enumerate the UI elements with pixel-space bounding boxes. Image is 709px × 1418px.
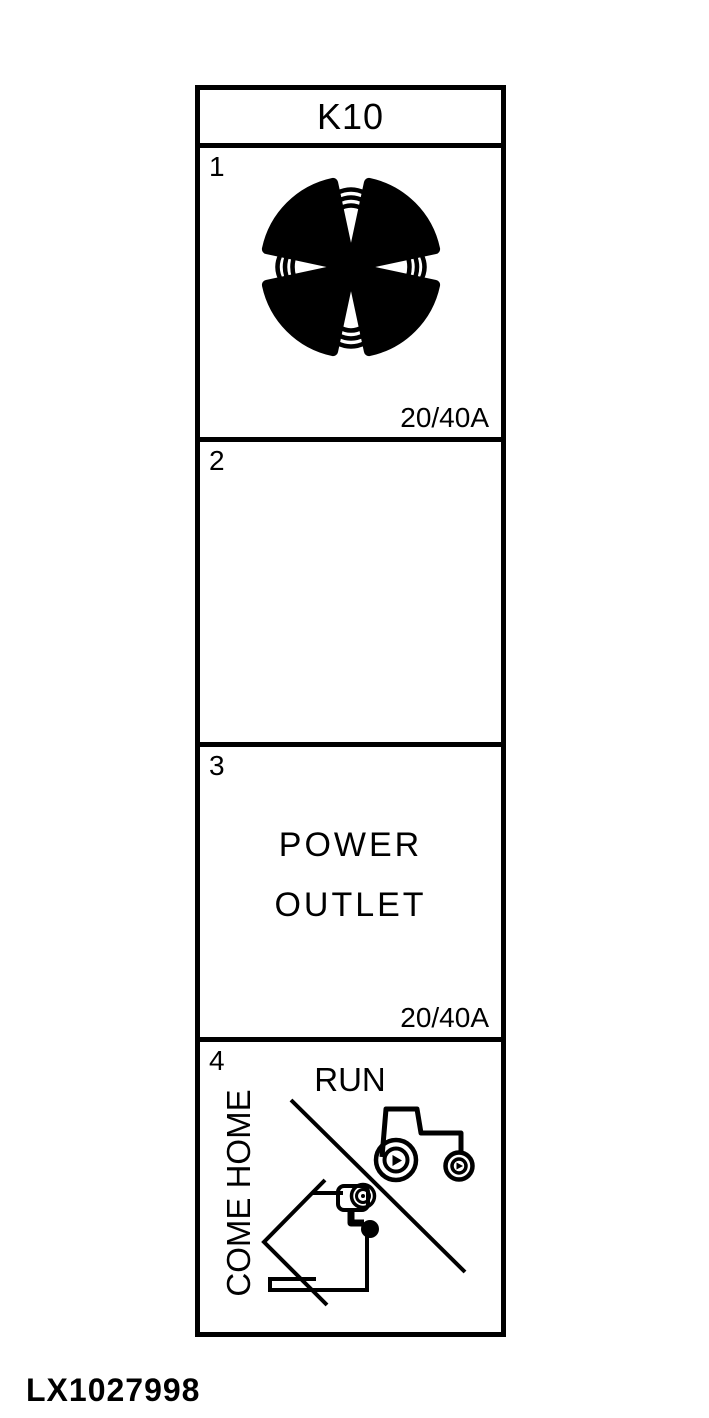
power-outlet-line2: OUTLET: [274, 886, 427, 924]
power-outlet-line1: POWER: [278, 826, 423, 864]
fan-icon: [261, 177, 441, 357]
come-home-label: COME HOME: [220, 1089, 257, 1297]
come-home-lamp-icon: [261, 1178, 379, 1307]
fan-hub: [335, 251, 367, 283]
power-outlet-label: POWER OUTLET: [200, 815, 501, 935]
slot-1-rating: 20/40A: [400, 402, 489, 433]
relay-slot-1: 1: [200, 148, 501, 442]
figure-id: LX1027998: [26, 1372, 201, 1408]
slot-2-number: 2: [209, 445, 225, 476]
run-label: RUN: [314, 1061, 386, 1098]
slot-3-number: 3: [209, 750, 225, 781]
slot-3-rating: 20/40A: [400, 1002, 489, 1033]
air-flow-marks: [275, 187, 427, 349]
relay-k10-card: K10 1: [195, 85, 506, 1337]
slot-1-number: 1: [209, 151, 225, 182]
run-come-home-divider: [289, 1098, 467, 1274]
run-come-home-graphic: [261, 1098, 475, 1307]
slot-4-number: 4: [209, 1045, 225, 1076]
relay-slot-2: 2: [200, 442, 501, 747]
tractor-icon: [373, 1106, 475, 1183]
relay-slot-4: 4: [200, 1042, 501, 1332]
relay-title: K10: [200, 90, 501, 148]
relay-slot-3: 3 POWER OUTLET 20/40A: [200, 747, 501, 1042]
